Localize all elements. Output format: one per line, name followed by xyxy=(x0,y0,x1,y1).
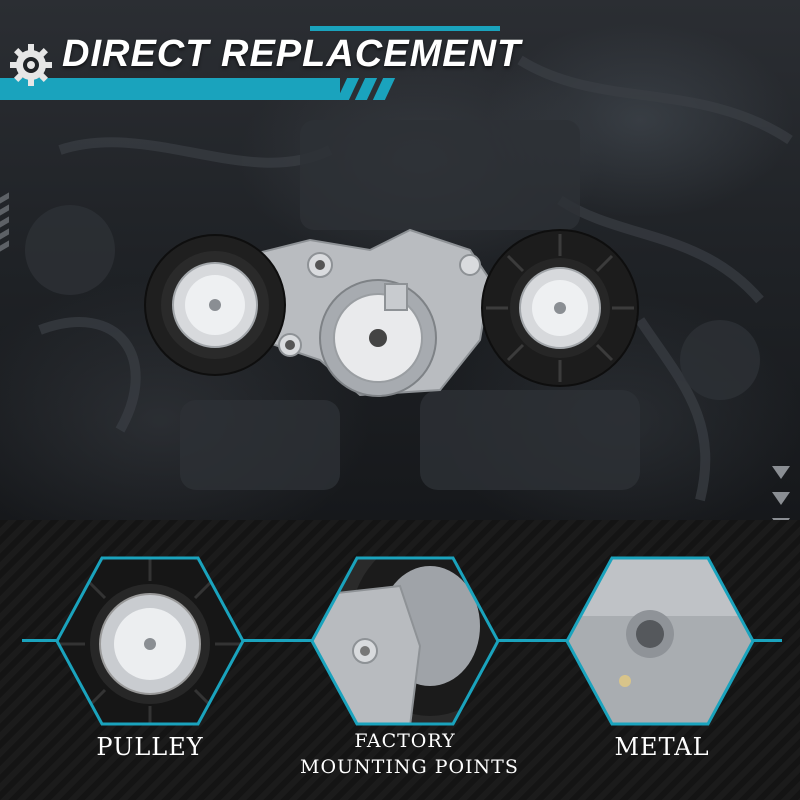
mounting-point-closeup xyxy=(310,556,500,726)
feature-label-line: FACTORY xyxy=(354,730,456,752)
belt-tensioner-assembly xyxy=(144,228,639,397)
feature-label-metal: METAL xyxy=(614,733,710,761)
engine-bay-background xyxy=(0,0,800,557)
pulley-closeup xyxy=(55,556,245,726)
connector-line xyxy=(498,639,570,642)
side-decorative-marks xyxy=(0,192,9,255)
engine-background-art xyxy=(25,55,793,502)
chevron-down-icon xyxy=(772,492,790,505)
feature-label-pulley: PULLEY xyxy=(96,733,204,761)
connector-line xyxy=(240,639,312,642)
page-title: DIRECT REPLACEMENT xyxy=(62,33,522,75)
feature-label-mounting-points: FACTORY MOUNTING POINTS xyxy=(300,728,519,780)
banner-accent-bar xyxy=(0,78,340,100)
banner-accent-top xyxy=(310,26,500,31)
feature-label-line: MOUNTING POINTS xyxy=(300,756,519,778)
connector-line xyxy=(752,639,782,642)
connector-line xyxy=(22,639,70,642)
gear-icon xyxy=(10,44,52,86)
chevron-down-icon xyxy=(772,466,790,479)
metal-surface-closeup xyxy=(565,556,755,726)
